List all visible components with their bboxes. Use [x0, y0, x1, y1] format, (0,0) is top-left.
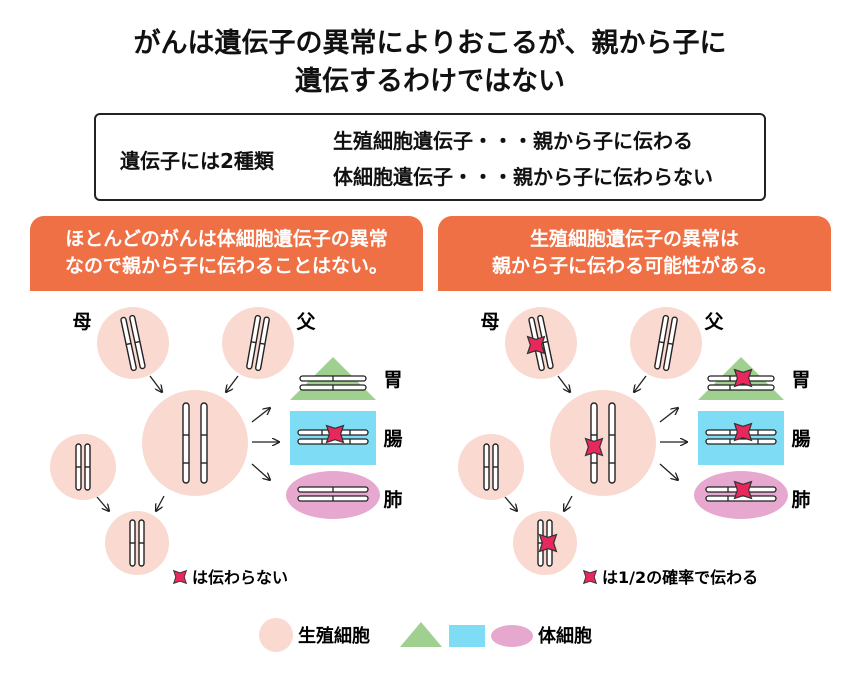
right-child-cell: [550, 390, 656, 496]
arrow-child-to-stomach-right: [659, 408, 678, 423]
right-partner-cell: [458, 434, 524, 500]
left-banner-line2: なので親から子に伝わることはない。: [64, 255, 388, 277]
left-stomach-label: 胃: [383, 369, 402, 391]
right-lung-label: 肺: [791, 489, 810, 511]
legend-germ-cell-label: 生殖細胞: [298, 625, 370, 647]
somatic-gene-description: 体細胞遺伝子・・・親から子に伝わらない: [333, 165, 713, 189]
legend-somatic-cell-label: 体細胞: [538, 625, 592, 647]
left-lung-label: 肺: [383, 489, 402, 511]
right-mother-label: 母: [480, 311, 499, 333]
page-title-line1: がんは遺伝子の異常によりおこるが、親から子に: [133, 28, 727, 59]
left-mother-cell: [97, 307, 169, 379]
legend: 生殖細胞 体細胞: [259, 618, 592, 652]
legend-stomach-swatch: [400, 622, 442, 647]
arrow-partner-to-grandchild-right: [504, 496, 517, 511]
arrow-partner-to-grandchild: [96, 496, 109, 511]
right-stomach-label: 胃: [791, 369, 810, 391]
left-banner-line1: ほとんどのがんは体細胞遺伝子の異常: [65, 228, 388, 250]
right-note-mutation-icon: [576, 563, 604, 591]
left-partner-cell: [50, 434, 116, 500]
left-lung-chromosomes: [297, 486, 369, 502]
arrow-mother-to-child: [149, 375, 162, 392]
arrow-child-to-lung: [251, 463, 270, 480]
right-intestine-label: 腸: [791, 428, 810, 450]
left-stomach-chromosomes: [299, 375, 367, 391]
left-intestine-label: 腸: [383, 428, 402, 450]
left-father-cell: [222, 307, 294, 379]
arrow-father-to-child: [226, 375, 239, 392]
right-father-cell: [630, 307, 702, 379]
arrow-child-to-lung-right: [659, 463, 678, 480]
right-father-label: 父: [703, 311, 724, 333]
left-child-cell: [142, 390, 248, 496]
left-mother-chromosomes: [120, 314, 146, 372]
left-child-chromosomes: [182, 402, 208, 484]
left-father-chromosomes: [246, 314, 270, 372]
right-note-text: は1/2の確率で伝わる: [602, 568, 758, 587]
gene-types-label: 遺伝子には2種類: [120, 149, 274, 173]
germline-gene-description: 生殖細胞遺伝子・・・親から子に伝わる: [333, 129, 693, 153]
legend-germ-cell-swatch: [259, 618, 293, 652]
left-note-text: は伝わらない: [192, 568, 288, 587]
arrow-child-to-grandchild-right: [564, 495, 573, 511]
left-mother-label: 母: [72, 311, 91, 333]
gene-types-box: 遺伝子には2種類 生殖細胞遺伝子・・・親から子に伝わる 体細胞遺伝子・・・親から…: [94, 113, 766, 201]
left-grandchild-chromosomes: [129, 519, 145, 567]
page-title-line2: 遺伝するわけではない: [295, 66, 565, 97]
arrow-child-to-stomach: [251, 408, 270, 423]
right-panel-banner: 生殖細胞遺伝子の異常は 親から子に伝わる可能性がある。: [438, 216, 831, 291]
legend-intestine-swatch: [449, 625, 485, 647]
right-banner-line1: 生殖細胞遺伝子の異常は: [529, 228, 739, 250]
arrow-mother-to-child-right: [557, 375, 570, 392]
arrow-father-to-child-right: [634, 375, 647, 392]
right-panel: 母 父: [458, 307, 811, 591]
right-banner-line2: 親から子に伝わる可能性がある。: [491, 255, 777, 277]
left-panel-banner: ほとんどのがんは体細胞遺伝子の異常 なので親から子に伝わることはない。: [30, 216, 423, 291]
right-partner-chromosomes: [483, 443, 499, 491]
left-lung-cell: [286, 471, 380, 519]
right-father-chromosomes: [654, 314, 678, 372]
left-partner-chromosomes: [75, 443, 91, 491]
legend-lung-swatch: [491, 625, 533, 647]
left-father-label: 父: [295, 311, 316, 333]
left-note-mutation-icon: [166, 563, 194, 591]
arrow-child-to-grandchild: [156, 495, 165, 511]
left-panel: 母 父: [50, 307, 403, 591]
left-grandchild-cell: [105, 511, 169, 575]
